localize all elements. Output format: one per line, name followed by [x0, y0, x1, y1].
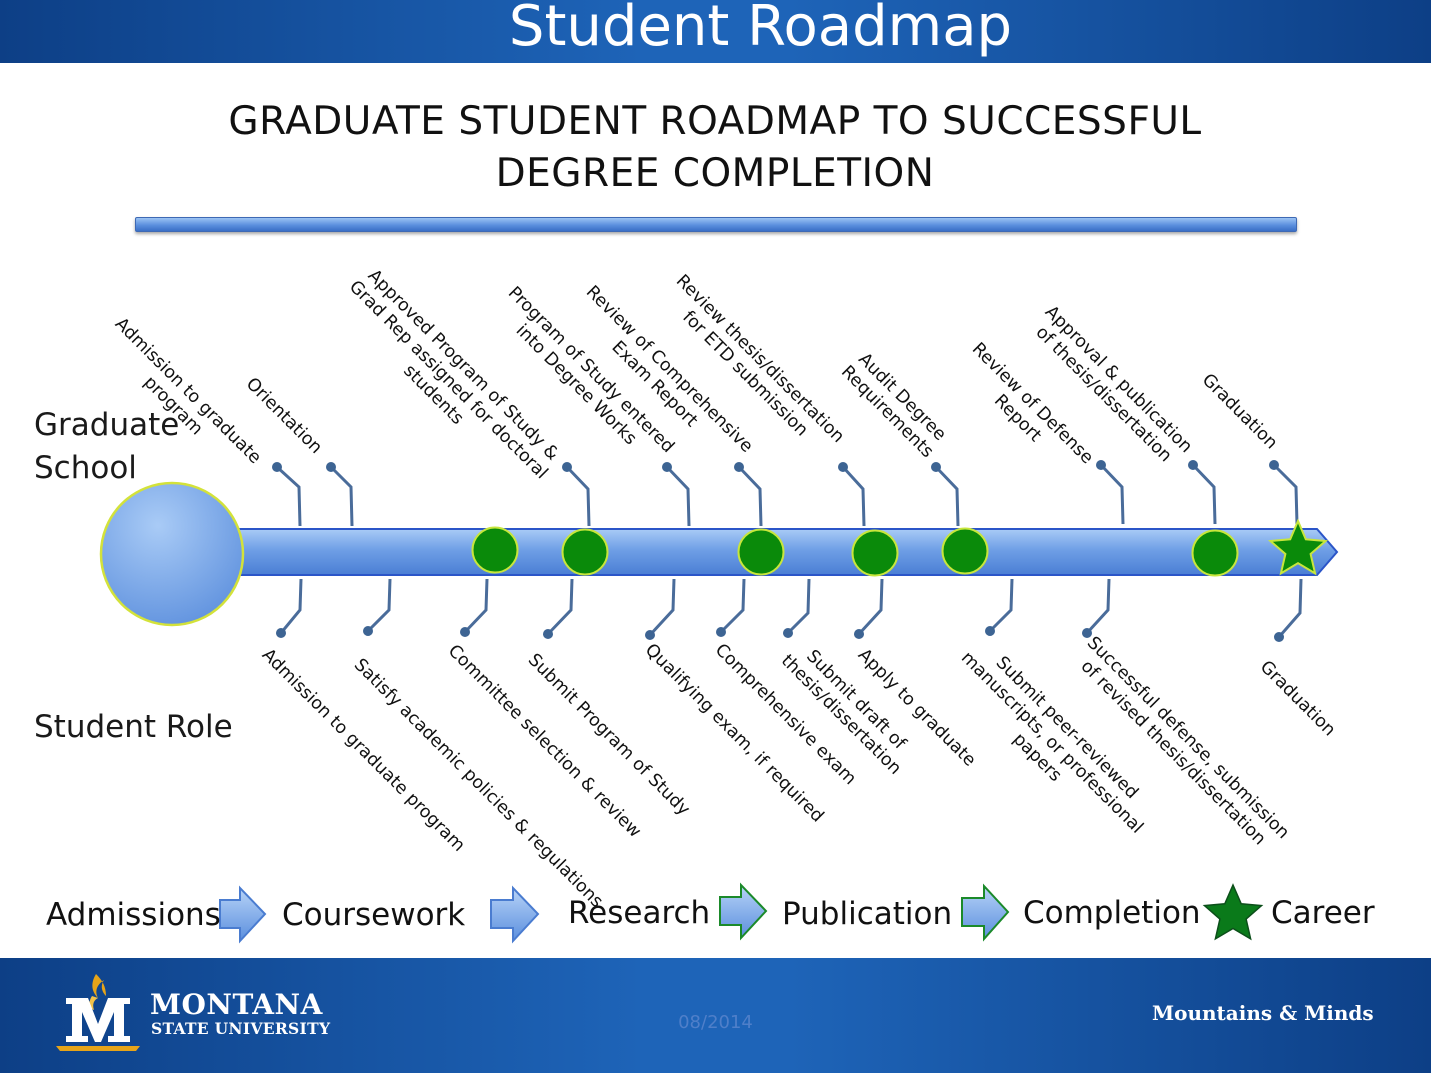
subtitle: GRADUATE STUDENT ROADMAP TO SUCCESSFUL D… — [140, 96, 1290, 200]
student-role-dots — [276, 626, 1284, 642]
phase-career: Career — [1271, 895, 1375, 931]
header-bar — [0, 0, 1431, 63]
legend-star-icon — [1202, 883, 1264, 941]
footer-bar — [0, 958, 1431, 1073]
milestone-marker — [737, 528, 785, 576]
timeline-diagram — [99, 460, 1339, 944]
page-title: Student Roadmap — [508, 0, 1013, 59]
arrow-icon — [961, 883, 1010, 942]
row-label-graduate-school-line-1: Graduate — [34, 407, 180, 443]
university-name: MONTANA — [150, 988, 323, 1021]
arrow-icon — [219, 885, 267, 944]
phase-arrow-icons — [219, 882, 1010, 944]
arrow-icon — [490, 885, 540, 944]
row-label-student-role: Student Role — [34, 709, 233, 745]
milestone-marker — [561, 528, 609, 576]
subtitle-line-1: GRADUATE STUDENT ROADMAP TO SUCCESSFUL — [228, 99, 1202, 144]
career-star-icon — [1267, 518, 1329, 576]
title-underline — [135, 217, 1297, 232]
subtitle-line-2: DEGREE COMPLETION — [495, 151, 935, 196]
graduate-school-dots — [272, 460, 1279, 472]
milestone-marker — [851, 529, 899, 577]
start-circle — [99, 481, 245, 627]
milestone-marker — [1191, 529, 1239, 577]
tagline: Mountains & Minds — [1152, 1001, 1374, 1025]
row-label-graduate-school-line-2: School — [34, 450, 137, 486]
phase-research: Research — [568, 895, 711, 931]
graduate-school-connectors — [275, 463, 1299, 527]
arrow-icon — [719, 882, 768, 941]
phase-completion: Completion — [1023, 895, 1201, 931]
milestones — [471, 526, 1239, 577]
phase-publication: Publication — [782, 896, 953, 932]
milestone-marker — [471, 526, 519, 574]
msu-logo-icon — [56, 974, 140, 1051]
date-stamp: 08/2014 — [678, 1012, 753, 1033]
phase-admissions: Admissions — [46, 897, 221, 933]
row-label-graduate-school: Graduate School — [34, 404, 179, 490]
milestone-marker — [941, 527, 989, 575]
student-role-connectors — [279, 578, 1303, 638]
phase-coursework: Coursework — [282, 897, 466, 933]
university-name-line-2: STATE UNIVERSITY — [151, 1019, 331, 1038]
